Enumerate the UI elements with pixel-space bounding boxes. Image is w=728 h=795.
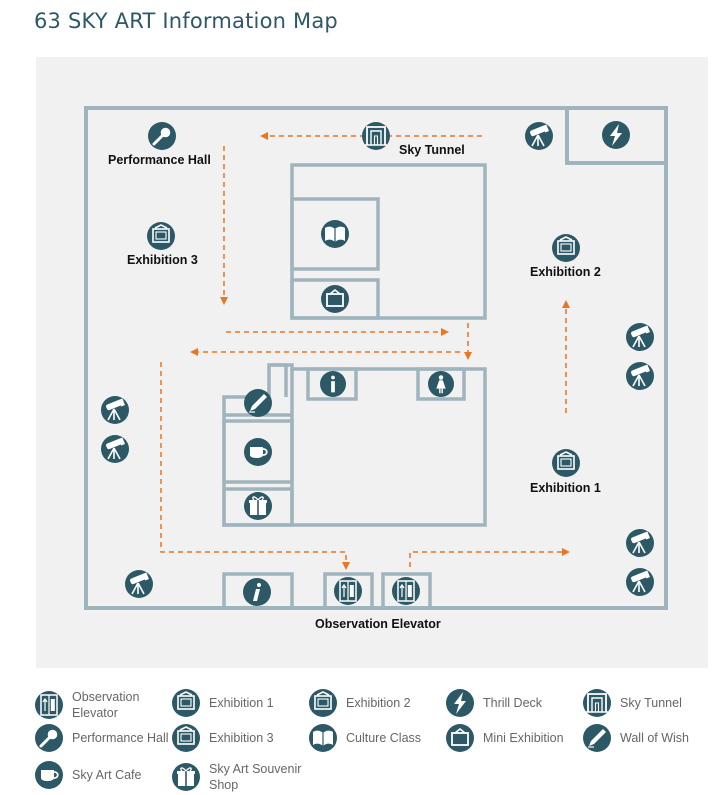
- open-book-icon: [309, 724, 337, 752]
- thrill-deck-icon[interactable]: [602, 121, 630, 149]
- legend-label: Sky Art Souvenir Shop: [209, 762, 302, 792]
- mini-exhibition-icon[interactable]: [321, 285, 349, 313]
- label-exhibition-2: Exhibition 2: [530, 265, 601, 279]
- coffee-cup-icon: [35, 761, 63, 789]
- map-panel: [36, 57, 708, 668]
- legend-label: Sky Art Cafe: [72, 768, 142, 782]
- pencil-icon: [583, 724, 611, 752]
- restroom-icon[interactable]: [428, 371, 454, 397]
- legend-label: Observation Elevator: [72, 690, 140, 720]
- outer-wall: [84, 106, 668, 610]
- legend-item-mini-exhibition: Mini Exhibition: [446, 724, 564, 752]
- tunnel-frame-icon: [583, 689, 611, 717]
- legend-item-exhibition-3: Exhibition 3: [172, 724, 274, 752]
- legend-item-exhibition-2: Exhibition 2: [309, 689, 411, 717]
- telescope-icon[interactable]: [626, 529, 654, 557]
- legend-label: Culture Class: [346, 731, 422, 745]
- picture-frame-icon: [172, 689, 200, 717]
- microphone-icon: [35, 724, 63, 752]
- route-arrows: [160, 132, 570, 570]
- legend-item-souvenir-shop: Sky Art Souvenir Shop: [172, 761, 309, 793]
- legend-label: Mini Exhibition: [483, 731, 564, 745]
- legend-item-sky-tunnel: Sky Tunnel: [583, 689, 682, 717]
- legend-item-culture-class: Culture Class: [309, 724, 421, 752]
- exhibition-2-icon[interactable]: [552, 234, 580, 262]
- microphone-icon[interactable]: [148, 122, 176, 150]
- telescope-icon[interactable]: [626, 362, 654, 390]
- sky-tunnel-icon[interactable]: [362, 122, 390, 150]
- telescope-icon[interactable]: [626, 323, 654, 351]
- telescope-icon[interactable]: [125, 570, 153, 598]
- label-sky-tunnel: Sky Tunnel: [399, 143, 465, 157]
- picture-frame-icon: [309, 689, 337, 717]
- legend-item-exhibition-1: Exhibition 1: [172, 689, 274, 717]
- legend-item-sky-art-cafe: Sky Art Cafe: [35, 761, 141, 789]
- mini-frame-icon: [446, 724, 474, 752]
- legend: Observation Elevator Exhibition 1 Exhibi…: [0, 680, 728, 795]
- bottom-rooms: [222, 572, 432, 608]
- label-performance-hall: Performance Hall: [108, 153, 211, 167]
- wall-of-wish-icon[interactable]: [244, 389, 272, 417]
- legend-item-thrill-deck: Thrill Deck: [446, 689, 542, 717]
- label-observation-elevator: Observation Elevator: [315, 617, 441, 631]
- legend-item-wall-of-wish: Wall of Wish: [583, 724, 689, 752]
- floor-map: [84, 106, 668, 610]
- page-title: 63 SKY ART Information Map: [34, 9, 338, 33]
- culture-class-icon[interactable]: [321, 220, 349, 248]
- telescope-icon[interactable]: [101, 435, 129, 463]
- legend-item-performance-hall: Performance Hall: [35, 724, 169, 752]
- legend-label: Exhibition 2: [346, 696, 411, 710]
- info-desk-icon[interactable]: [243, 578, 271, 606]
- elevator-icon: [35, 691, 63, 719]
- telescope-icon[interactable]: [626, 568, 654, 596]
- telescope-icon[interactable]: [101, 396, 129, 424]
- exhibition-1-icon[interactable]: [552, 449, 580, 477]
- legend-label: Exhibition 1: [209, 696, 274, 710]
- legend-label: Performance Hall: [72, 731, 169, 745]
- picture-frame-icon: [172, 724, 200, 752]
- gift-icon: [172, 763, 200, 791]
- upper-core-walls: [290, 163, 487, 320]
- elevator-icon[interactable]: [334, 577, 362, 605]
- information-icon[interactable]: [320, 371, 346, 397]
- exhibition-3-icon[interactable]: [147, 222, 175, 250]
- legend-item-observation-elevator: Observation Elevator: [35, 689, 150, 721]
- souvenir-shop-icon[interactable]: [244, 492, 272, 520]
- label-exhibition-1: Exhibition 1: [530, 481, 601, 495]
- legend-label: Sky Tunnel: [620, 696, 682, 710]
- telescope-icon[interactable]: [525, 122, 553, 150]
- label-exhibition-3: Exhibition 3: [127, 253, 198, 267]
- lightning-icon: [446, 689, 474, 717]
- cafe-icon[interactable]: [244, 438, 272, 466]
- elevator-icon[interactable]: [392, 577, 420, 605]
- legend-label: Thrill Deck: [483, 696, 543, 710]
- legend-label: Wall of Wish: [620, 731, 689, 745]
- legend-label: Exhibition 3: [209, 731, 274, 745]
